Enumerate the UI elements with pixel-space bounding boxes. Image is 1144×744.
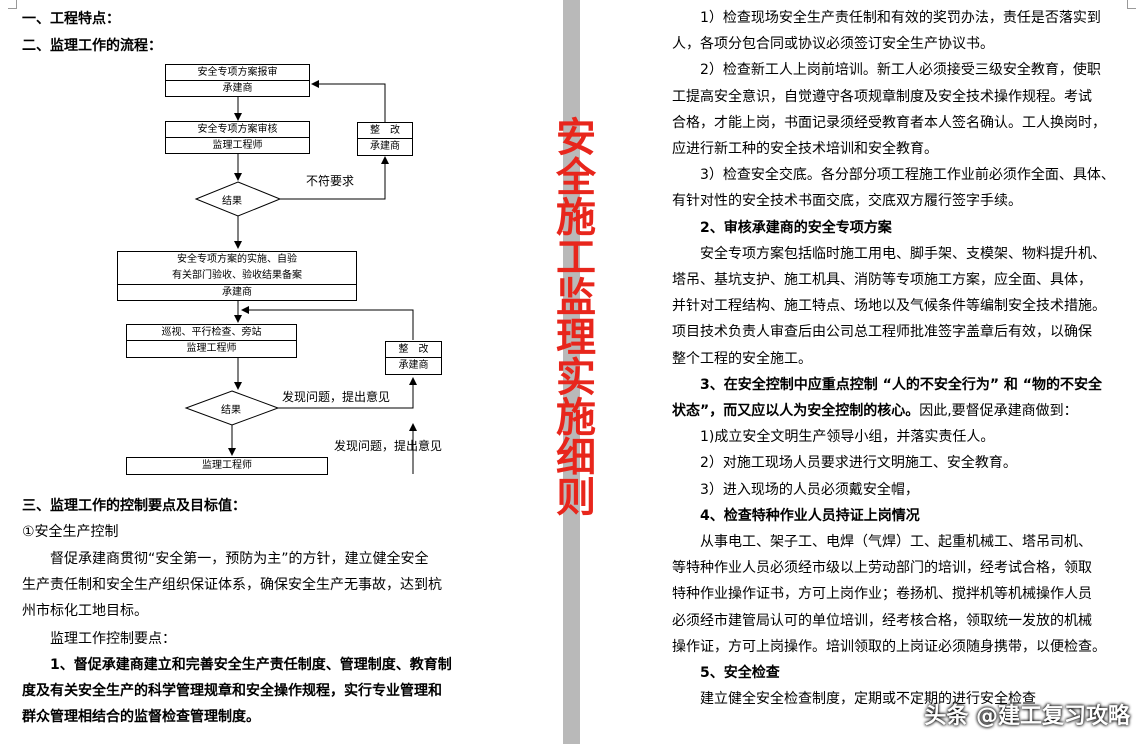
flow-box-engineer-final: 监理工程师 [126, 457, 328, 475]
flow-box-text: 有关部门验收、验收结果备案 [118, 268, 356, 285]
title-char: 则 [556, 474, 596, 521]
margin-mark [1127, 0, 1136, 9]
paragraph-bold-requirement: 1、督促承建商建立和完善安全生产责任制度、管理制度、教育制 度及有关安全生产的科… [22, 652, 562, 731]
text-span: 因此,要督促承建商做到： [919, 403, 1078, 420]
margin-mark [8, 0, 17, 9]
flow-box-role: 承建商 [398, 360, 429, 371]
text-line: 合格，才能上岗，书面记录须经受教育者本人签名确认。工人换岗时， [672, 114, 1106, 131]
flow-box-text: 整 改 [386, 342, 441, 358]
text-line: 应进行新工种的安全技术培训和安全教育。 [672, 141, 938, 158]
right-body-text: 1）检查现场安全生产责任制和有效的奖罚办法，责任是否落实到 人，各项分包合同或协… [672, 5, 1142, 712]
text-line: 1)成立安全文明生产领导小组，并落实责任人。 [700, 429, 995, 446]
title-char: 监 [556, 274, 596, 321]
text-line: 工提高安全意识，自觉遵守各项规章制度及安全技术操作规程。考试 [672, 88, 1092, 105]
section-heading: 3、在安全控制中应重点控制 “人的不安全行为” 和 “物的不安全 [700, 376, 1102, 393]
flow-box-role: 监理工程师 [212, 140, 263, 151]
label-issue-found-1: 发现问题，提出意见 [282, 390, 391, 404]
watermark: 头条 @建工复习攻略 [924, 704, 1130, 729]
title-char: 施 [556, 394, 596, 441]
flow-box-role: 承建商 [222, 83, 253, 94]
decision-result-1: 结果 [222, 196, 242, 207]
flow-box-implementation: 安全专项方案的实施、自验 有关部门验收、验收结果备案 承建商 [117, 251, 357, 301]
flow-box-rectify-2: 整 改 承建商 [385, 341, 442, 375]
text-line: 等特种作业人员必须经市级以上劳动部门的培训，经考试合格，领取 [672, 560, 1092, 577]
text-line: 整个工程的安全施工。 [672, 350, 812, 367]
section-heading: 2、审核承建商的安全专项方案 [700, 219, 892, 236]
text-line: 从事电工、架子工、电焊（气焊）工、起重机械工、塔吊司机、 [700, 534, 1092, 551]
text-line: 必须经市建管局认可的单位培训，经考核合格，领取统一发放的机械 [672, 612, 1092, 629]
text-line: 安全专项方案包括临时施工用电、脚手架、支模架、物料提升机、 [700, 245, 1106, 262]
flowchart-connectors [184, 80, 417, 474]
text-line: 1）检查现场安全生产责任制和有效的奖罚办法，责任是否落实到 [700, 10, 1101, 26]
text-line: 建立健全安全检查制度，定期或不定期的进行安全检查 [700, 691, 1036, 708]
text-line: 并针对工程结构、施工特点、场地以及气候条件等编制安全技术措施。 [672, 298, 1106, 315]
flow-box-plan-review: 安全专项方案审核 监理工程师 [165, 121, 310, 154]
title-char: 工 [556, 234, 596, 281]
heading-workflow: 二、监理工作的流程： [22, 38, 162, 54]
flow-box-role: 承建商 [222, 287, 252, 298]
title-char: 理 [556, 314, 596, 361]
text-line: 塔吊、基坑支护、施工机具、消防等专项施工方案，应全面、具体， [672, 272, 1092, 289]
text-line: 1、督促承建商建立和完善安全生产责任制度、管理制度、教育制 [50, 657, 452, 673]
flow-box-text: 安全专项方案报审 [166, 65, 309, 81]
text-line: 特种作业操作证书，方可上岗作业；卷扬机、搅拌机等机械操作人员 [672, 586, 1092, 603]
title-char: 全 [556, 154, 596, 201]
text-line: 3）进入现场的人员必须戴安全帽， [700, 481, 919, 498]
text-line: 有针对性的安全技术书面交底，交底双方履行签字手续。 [672, 193, 1022, 210]
heading-control-points: 三、监理工作的控制要点及目标值： [22, 498, 246, 514]
text-line: 2）检查新工人上岗前培训。新工人必须接受三级安全教育，使职 [700, 62, 1101, 79]
label-issue-found-2: 发现问题，提出意见 [334, 439, 443, 453]
text-line: 群众管理相结合的监督检查管理制度。 [22, 709, 260, 726]
flow-box-text: 安全专项方案审核 [166, 122, 309, 138]
title-char: 细 [556, 434, 596, 481]
flow-box-text: 巡视、平行检查、旁站 [127, 325, 296, 341]
vertical-title: 安 全 施 工 监 理 实 施 细 则 [546, 118, 606, 518]
section-heading: 4、检查特种作业人员持证上岗情况 [700, 507, 920, 524]
text-line: 人，各项分包合同或协议必须签订安全生产协议书。 [672, 36, 994, 53]
section-heading: 5、安全检查 [700, 665, 780, 682]
text-line: 督促承建商贯彻“安全第一，预防为主”的方针，建立健全安全 [50, 551, 429, 567]
label-control-points: 监理工作控制要点： [50, 631, 176, 647]
item-safety-control: ①安全生产控制 [22, 524, 119, 540]
text-line: 状态”，而又应以人为安全控制的核心。因此,要督促承建商做到： [672, 398, 1142, 424]
right-page: 1）检查现场安全生产责任制和有效的奖罚办法，责任是否落实到 人，各项分包合同或协… [580, 0, 1144, 744]
page-gap [563, 0, 580, 744]
title-char: 安 [556, 114, 596, 161]
flow-box-inspection: 巡视、平行检查、旁站 监理工程师 [126, 324, 297, 358]
flow-box-role: 监理工程师 [202, 460, 252, 471]
bold-span: 状态”，而又应以人为安全控制的核心。 [672, 403, 920, 420]
text-line: 2）对施工现场人员要求进行文明施工、安全教育。 [700, 455, 1017, 472]
text-line: 州市标化工地目标。 [22, 603, 148, 620]
label-noncompliant: 不符要求 [306, 174, 355, 188]
flow-box-rectify-1: 整 改 承建商 [357, 122, 413, 156]
text-line: 度及有关安全生产的科学管理规章和安全操作规程，实行专业管理和 [22, 683, 442, 700]
title-char: 施 [556, 194, 596, 241]
flow-box-role: 监理工程师 [186, 343, 237, 354]
flow-box-text: 安全专项方案的实施、自验 [177, 254, 297, 265]
flow-box-text: 整 改 [358, 123, 412, 139]
paragraph-safety-policy: 督促承建商贯彻“安全第一，预防为主”的方针，建立健全安全 生产责任制和安全生产组… [22, 546, 557, 625]
flow-box-role: 承建商 [370, 141, 400, 152]
decision-result-2: 结果 [221, 405, 241, 416]
text-line: 操作证，方可上岗操作。培训领取的上岗证必须随身携带，以便检查。 [672, 638, 1106, 655]
left-page: 一、工程特点： 二、监理工作的流程： 安全专项方案报审 承建商 [0, 0, 563, 744]
title-char: 实 [556, 354, 596, 401]
text-line: 项目技术负责人审查后由公司总工程师批准签字盖章后有效，以确保 [672, 324, 1092, 341]
flow-box-plan-submit: 安全专项方案报审 承建商 [165, 64, 310, 97]
text-line: 3）检查安全交底。各分部分项工程施工作业前必须作全面、具体、 [700, 167, 1115, 184]
text-line: 生产责任制和安全生产组织保证体系，确保安全生产无事故，达到杭 [22, 577, 442, 594]
heading-project-features: 一、工程特点： [22, 11, 120, 27]
